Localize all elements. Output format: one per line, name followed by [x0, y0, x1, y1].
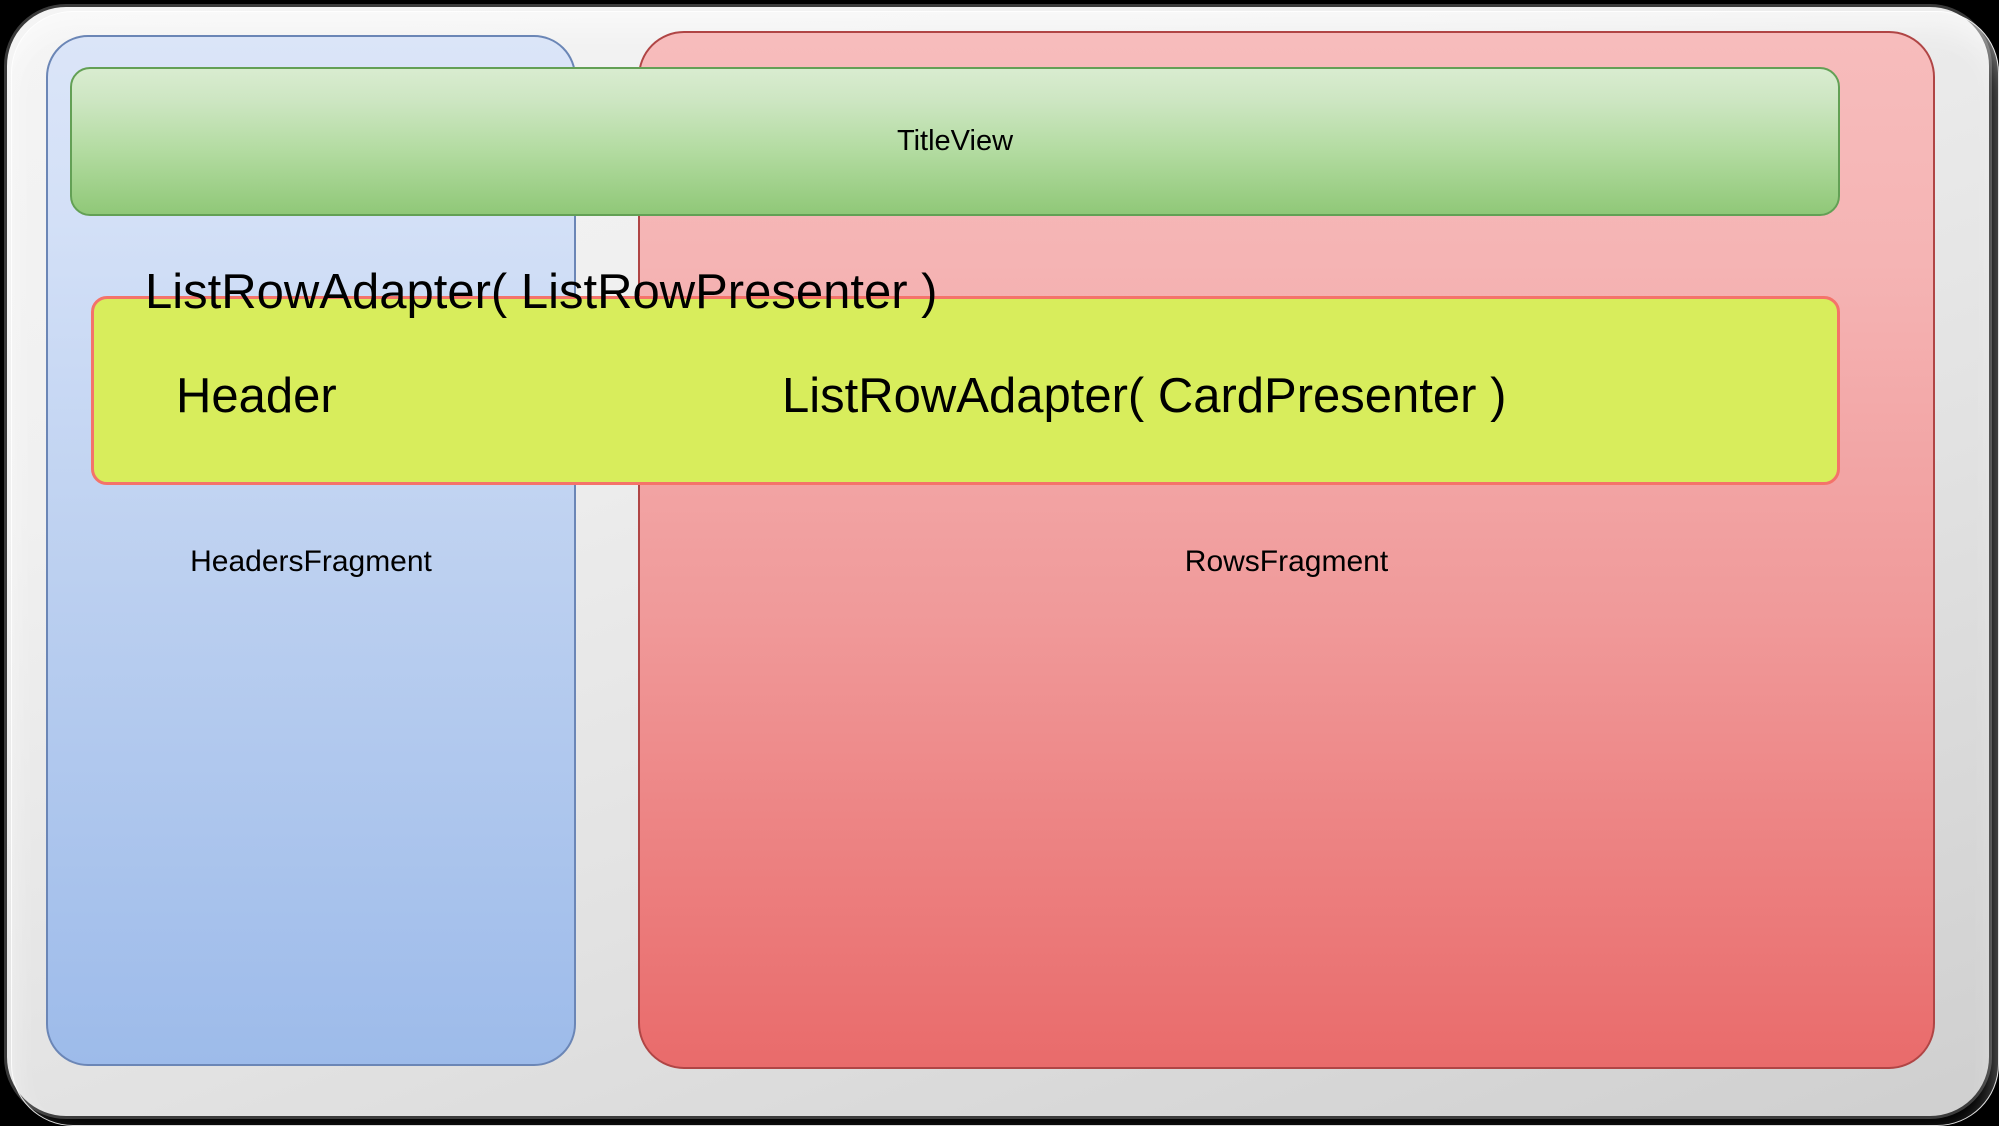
- title-view-label: TitleView: [896, 125, 1014, 157]
- headers-fragment-caption: HeadersFragment: [190, 545, 432, 578]
- list-row-presenter-label: ListRowAdapter( ListRowPresenter ): [145, 265, 938, 319]
- list-row-adapter-band[interactable]: [91, 296, 1840, 485]
- title-view-bar[interactable]: TitleView: [70, 67, 1840, 216]
- rows-fragment-caption: RowsFragment: [1184, 545, 1389, 578]
- card-presenter-label: ListRowAdapter( CardPresenter ): [782, 369, 1507, 423]
- header-label: Header: [176, 369, 337, 423]
